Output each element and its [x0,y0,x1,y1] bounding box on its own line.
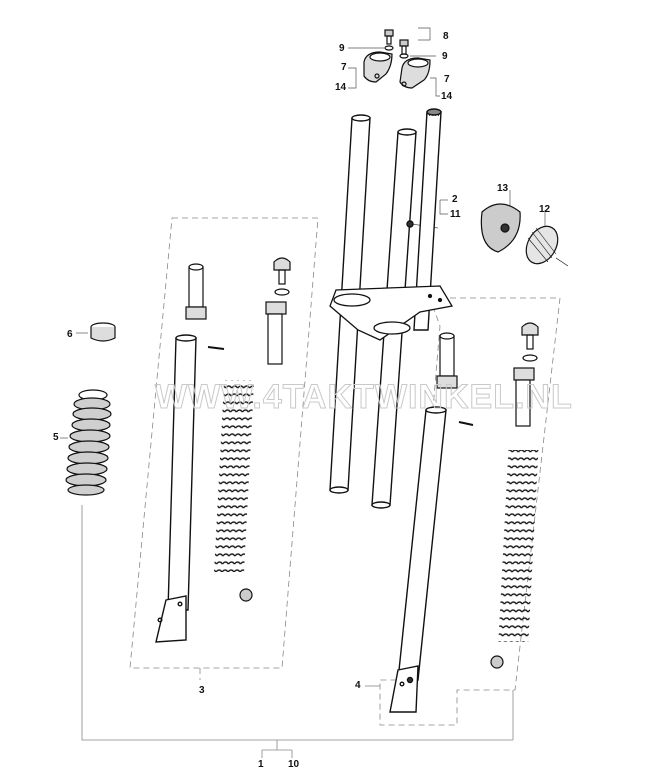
callout-1: 1 [258,759,264,770]
right-lower-slider [389,406,447,713]
callout-2: 2 [452,194,458,205]
callout-5: 5 [53,432,59,443]
callout-7-left: 7 [341,62,347,73]
left-top-bolt [265,257,291,365]
headlight-shell [480,203,521,253]
right-fork-spring [498,450,539,642]
callout-3: 3 [199,685,205,696]
left-damper-rod [185,263,207,320]
left-ball [239,588,253,602]
fork-top-clamp-right [399,57,431,89]
callout-9-left: 9 [339,43,345,54]
left-pin [207,346,225,350]
headlight-lens [525,225,569,267]
fork-top-clamp-left [363,51,393,83]
callout-13: 13 [497,183,509,194]
lower-triple-clamp [329,285,454,341]
callout-9-right: 9 [442,51,448,62]
callout-14-right: 14 [441,91,453,102]
bolts-8 [384,29,409,59]
callout-12: 12 [539,204,551,215]
rubber-gaiter [65,389,112,496]
left-lower-slider [155,334,197,643]
right-ball [490,655,504,669]
callout-4: 4 [355,680,361,691]
right-pin [458,421,474,426]
callout-leaders-top [60,27,546,439]
dust-seal [90,322,116,342]
group-outline-3 [129,217,319,680]
callout-14-left: 14 [335,82,347,93]
callout-8: 8 [443,31,449,42]
callout-11: 11 [450,209,461,220]
callout-6: 6 [67,329,73,340]
right-damper-rod [436,332,458,389]
watermark: WWW.4TAKTWINKEL.NL [155,378,573,417]
left-fork-spring [214,380,255,572]
assembly-bracket-line [81,505,514,758]
callout-7-right: 7 [444,74,450,85]
right-top-bolt [513,322,539,427]
callout-10: 10 [288,759,300,770]
